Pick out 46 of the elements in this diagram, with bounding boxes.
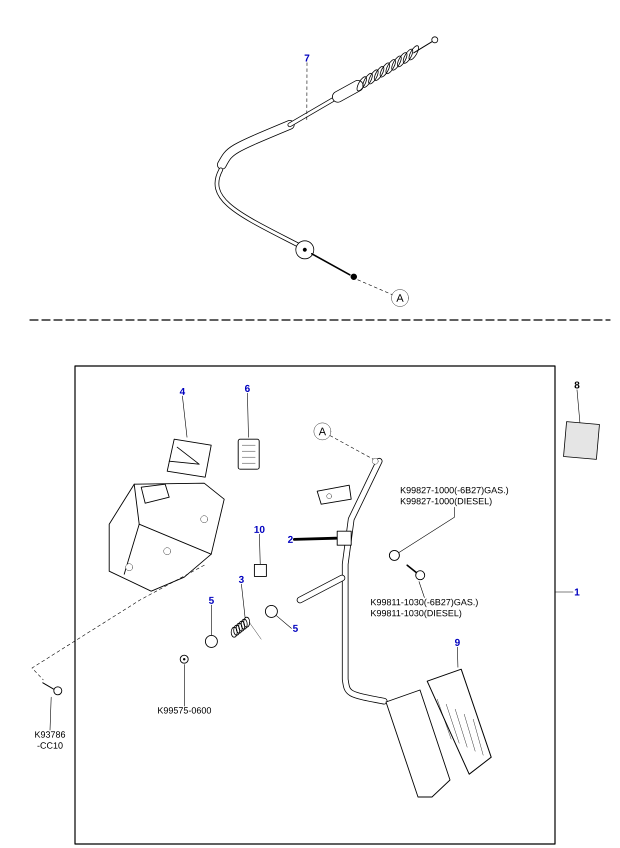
leader-line	[276, 615, 292, 629]
callout-number: 10	[254, 526, 265, 533]
part-number: K93786 -CC10	[35, 731, 66, 749]
callout-number: 4	[180, 388, 186, 395]
callout-number: 1	[574, 588, 580, 596]
leader-line	[32, 564, 204, 680]
leader-line	[182, 396, 188, 438]
bracket-drawing	[108, 482, 225, 592]
leader-line	[259, 534, 261, 564]
part-number: K99811-1030(-6B27)GAS.) K99811-1030(DIESEL)	[371, 598, 478, 618]
leader-line	[418, 581, 425, 598]
switch-drawing	[238, 438, 260, 470]
leader-line	[241, 584, 246, 618]
leader-line	[576, 389, 580, 423]
nut	[388, 550, 400, 561]
leader-line	[247, 392, 249, 438]
washer-drawing	[180, 654, 189, 664]
callout-number: 3	[238, 576, 244, 583]
callout-number: 5	[208, 596, 214, 604]
callout-number: 5	[292, 624, 298, 632]
clip	[254, 564, 267, 577]
leader-line	[292, 536, 338, 541]
bolt-drawing	[406, 564, 426, 580]
bracket-drawing	[166, 438, 212, 478]
callout-number: 6	[244, 384, 250, 392]
cable-drawing	[214, 36, 438, 280]
leader-line	[211, 604, 212, 636]
leader-line	[184, 664, 185, 706]
bushing	[204, 634, 218, 648]
leader-line	[330, 435, 374, 460]
part-number: K99827-1000(-6B27)GAS.) K99827-1000(DIESEL)	[400, 486, 508, 506]
leader-line	[50, 696, 52, 730]
leader-line	[398, 507, 455, 553]
frame-box	[74, 365, 556, 845]
callout-number: 8	[574, 381, 580, 389]
callout-number: 9	[454, 638, 460, 646]
bushing	[264, 604, 278, 618]
part-number: K99575-0600	[158, 707, 212, 714]
callout-number: 2	[288, 536, 293, 543]
spring-drawing	[230, 616, 262, 640]
pad	[563, 421, 600, 460]
leader-line	[358, 280, 392, 295]
leader-line	[306, 62, 308, 122]
bolt-drawing	[42, 682, 62, 696]
pedal-pad-drawing	[426, 668, 492, 775]
leader-line	[457, 646, 458, 668]
